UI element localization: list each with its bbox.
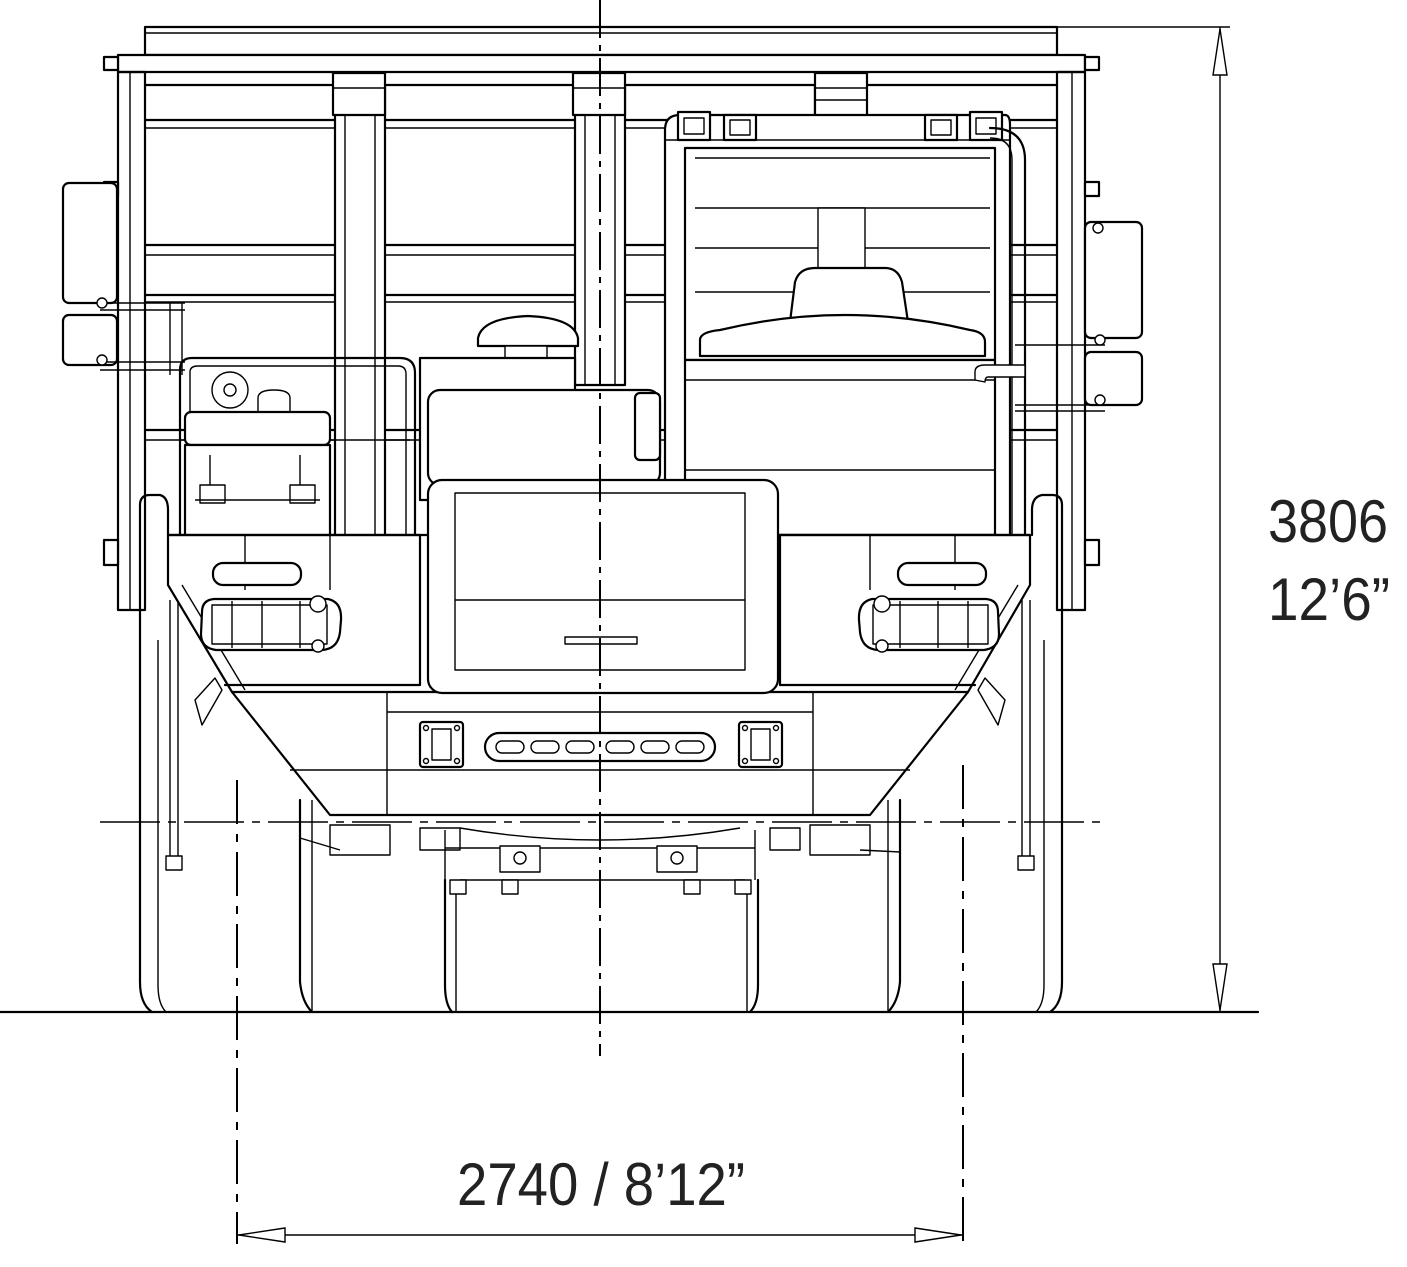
right-side-rod: [977, 600, 1035, 871]
height-dimension-metric: 3806: [1268, 488, 1388, 555]
right-indicator-light: [896, 561, 988, 587]
height-dimension-line: [1057, 26, 1230, 1012]
left-tow-plate: [418, 720, 465, 769]
left-mirror: [61, 181, 185, 375]
cab: [663, 110, 1027, 562]
left-side-rod: [165, 600, 223, 871]
left-headlight: [199, 595, 343, 653]
engine-compartment: [178, 314, 662, 542]
right-mirror: [1015, 220, 1144, 412]
right-headlight: [857, 595, 1001, 653]
tires: [138, 608, 1064, 1014]
undercarriage: [299, 824, 901, 895]
right-tow-plate: [737, 720, 784, 769]
radiator-grille: [426, 478, 780, 695]
width-dimension-label: 2740 / 8’12”: [457, 1151, 745, 1218]
width-dimension-line: [236, 765, 964, 1244]
height-dimension-imperial: 12’6”: [1268, 566, 1390, 633]
left-indicator-light: [211, 561, 303, 587]
